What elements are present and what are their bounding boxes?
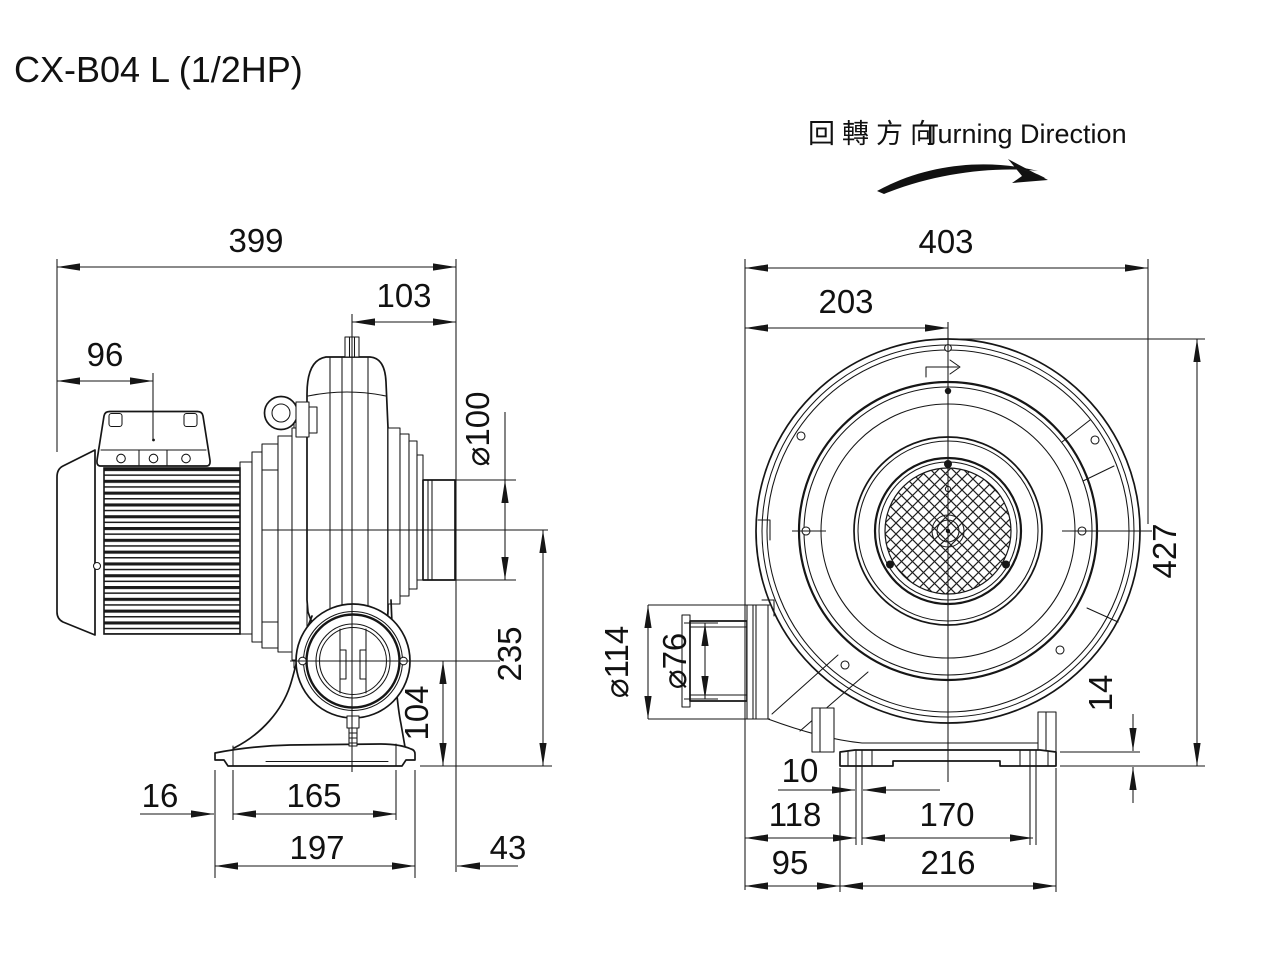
scroll-casing-side: [306, 336, 389, 665]
dim-slot-width: 10: [782, 752, 819, 789]
mounting-slot-lines: [855, 750, 863, 845]
motor-side: [56, 410, 241, 636]
dim-axis-height: 235: [491, 626, 528, 681]
hub-bolt: [1002, 560, 1010, 569]
outlet-duct-front: [681, 604, 1043, 744]
hub-bolt: [886, 560, 894, 569]
dim-base-length: 197: [289, 829, 344, 866]
dim-slot-pitch-front: 170: [919, 796, 974, 833]
pedestal-and-base: [214, 599, 416, 767]
dim-inlet-depth: 103: [376, 277, 431, 314]
ring-bolt-hole: [796, 431, 806, 441]
side-view-centerlines: [262, 314, 548, 772]
turning-direction-label-en: Turning Direction: [922, 119, 1127, 149]
terminal-box-screw: [148, 453, 159, 464]
drawing-title: CX-B04 L (1/2HP): [14, 49, 303, 90]
dim-rear-to-box: 96: [87, 336, 124, 373]
front-view-dimensions: 403 203 427 ⌀114 ⌀76 14 10 118: [598, 223, 1205, 892]
motor-fins: [103, 467, 241, 635]
dim-base-width: 216: [920, 844, 975, 881]
turning-direction-note: 回轉方向 Turning Direction: [808, 119, 1127, 194]
dim-outlet-center-height: 104: [398, 685, 435, 740]
motor-rear-cover: [56, 449, 96, 636]
ring-bolt-hole: [1090, 435, 1100, 445]
dim-outlet-bore-dia: ⌀76: [656, 633, 693, 690]
drain-boss: [346, 715, 360, 729]
dim-slot-pitch-side: 165: [286, 777, 341, 814]
turning-direction-arrow-icon: [877, 164, 1038, 194]
motor-rear-screw: [92, 561, 102, 571]
terminal-box-screw: [116, 453, 126, 464]
motor-bracket: [239, 419, 308, 669]
casing-supports: [811, 707, 1057, 753]
front-view: 403 203 427 ⌀114 ⌀76 14 10 118: [598, 223, 1205, 892]
dim-inlet-diameter: ⌀100: [459, 392, 496, 467]
turning-direction-label-zh: 回轉方向: [808, 119, 944, 149]
drain-plug: [348, 727, 358, 747]
ring-bolt-hole: [1055, 645, 1065, 655]
mounting-slot-lines: [1029, 750, 1037, 845]
outlet-flange-plate: [755, 604, 769, 720]
side-view: 399 103 96 ⌀100 235 104 16 165: [56, 222, 552, 878]
ring-bolt-hole: [840, 660, 850, 670]
outlet-pipe-front: [689, 620, 748, 702]
terminal-box-screw: [181, 453, 191, 464]
eye-bolt: [263, 395, 318, 438]
casing-rings-front: [755, 338, 1152, 724]
dim-outlet-to-base: 95: [772, 844, 809, 881]
base-foot-side: [214, 743, 416, 767]
inlet-ring-stack: [387, 427, 456, 605]
dim-overall-length: 399: [228, 222, 283, 259]
dim-base-plate-height: 14: [1082, 675, 1119, 712]
outlet-flange-side: [295, 603, 411, 747]
dim-overall-height: 427: [1146, 523, 1183, 578]
outlet-flange-plate: [746, 604, 754, 720]
dim-edge-to-slot: 16: [142, 777, 179, 814]
rotation-mark-icon: [925, 359, 961, 378]
dim-overall-width: 403: [918, 223, 973, 260]
side-view-dimensions: 399 103 96 ⌀100 235 104 16 165: [56, 222, 552, 878]
dim-outlet-flange-dia: ⌀114: [598, 626, 635, 698]
dim-outlet-to-axis: 203: [818, 283, 873, 320]
turning-direction-arrow-curve: [999, 165, 1045, 179]
dim-inlet-overhang: 43: [490, 829, 527, 866]
dim-outlet-to-slot: 118: [769, 796, 822, 833]
